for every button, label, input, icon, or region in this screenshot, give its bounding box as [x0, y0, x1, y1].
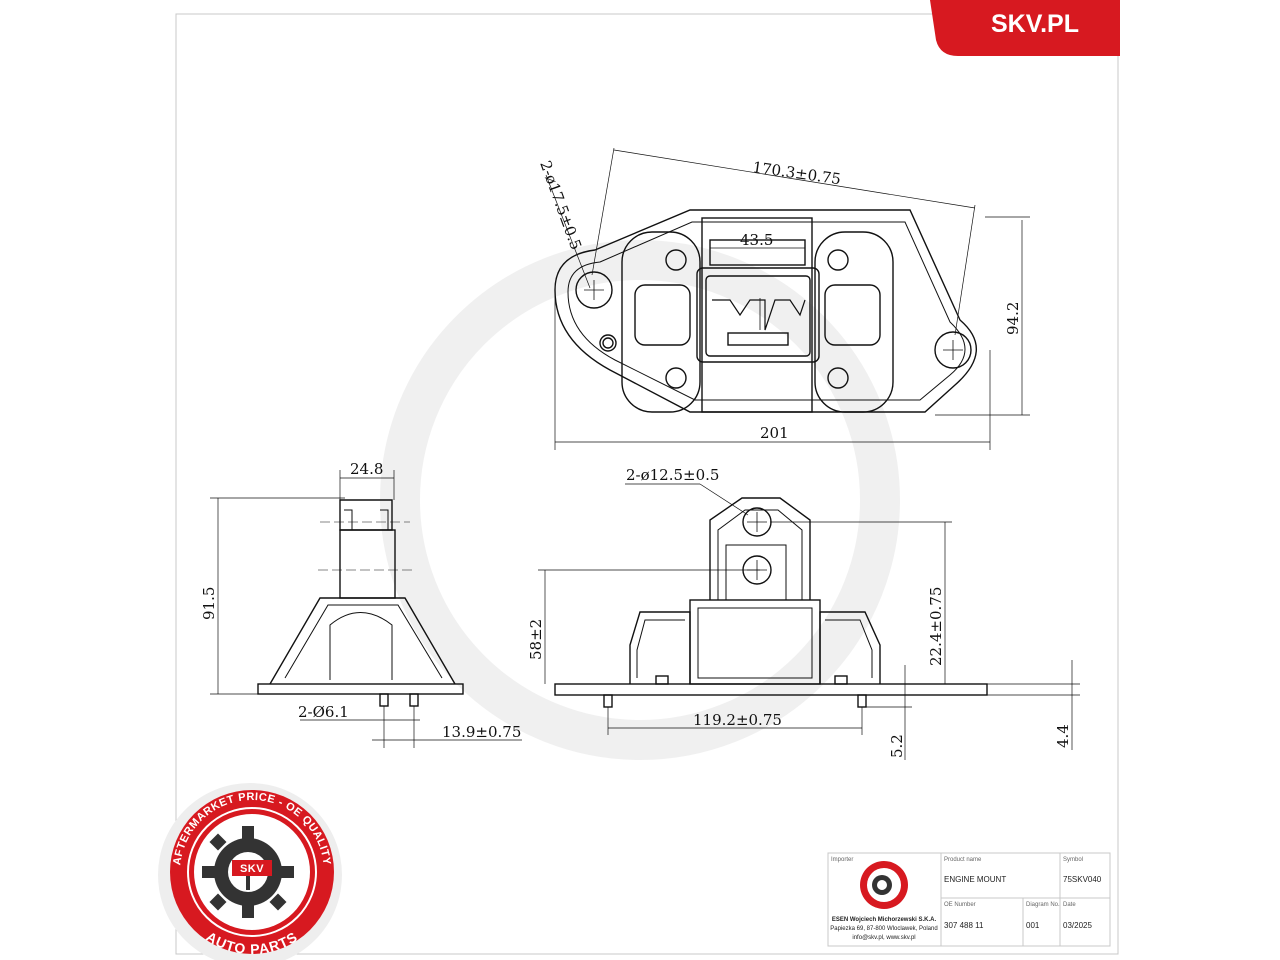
- tb-oe-label: OE Number: [944, 902, 976, 908]
- tb-product-name: ENGINE MOUNT: [944, 875, 1006, 884]
- front-view: 2-ø12.5±0.5 58±2 22.4±0.75 119.2±0.75 5.…: [527, 466, 1080, 760]
- side-view: 24.8 91.5 2-Ø6.1 13.9±0.75: [200, 460, 522, 748]
- skv-seal: SKV AFTERMARKET PRICE - OE QUALITY AUTO …: [158, 783, 342, 960]
- brand-text: SKV.PL: [991, 10, 1079, 38]
- tb-importer-line3: info@skv.pl, www.skv.pl: [852, 935, 915, 941]
- dim-front-hole-dia: 2-ø12.5±0.5: [626, 466, 719, 484]
- seal-inner-text: SKV: [240, 863, 264, 875]
- tb-importer-label: Importer: [831, 857, 853, 863]
- dim-side-width: 24.8: [350, 460, 383, 478]
- tb-diagram-label: Diagram No.: [1026, 902, 1060, 908]
- dim-top-hole-dia: 2-ø17.5±0.5: [536, 158, 585, 252]
- dim-side-pin-dia: 2-Ø6.1: [298, 703, 349, 721]
- tb-date: 03/2025: [1063, 921, 1092, 930]
- tb-symbol-label: Symbol: [1063, 857, 1083, 863]
- dim-side-height: 91.5: [200, 587, 218, 620]
- tb-importer-line1: ESEN Wojciech Michorzewski S.K.A.: [832, 917, 937, 923]
- dim-front-hole-height: 22.4±0.75: [927, 587, 945, 666]
- dim-top-height: 94.2: [1004, 302, 1022, 335]
- dim-top-length: 201: [760, 424, 789, 442]
- dim-front-plate-thickness: 4.4: [1054, 724, 1072, 748]
- dim-front-height: 58±2: [527, 619, 545, 660]
- dim-front-pin-spacing: 119.2±0.75: [693, 711, 782, 729]
- dim-top-hole-spacing: 170.3±0.75: [751, 158, 842, 188]
- tb-diagram-no: 001: [1026, 921, 1040, 930]
- tb-importer-line2: Papiezka 69, 87-800 Wloclawek, Poland: [830, 926, 937, 932]
- watermark-gear: [380, 240, 900, 760]
- title-block: Importer Product name Symbol ENGINE MOUN…: [827, 852, 1111, 947]
- tb-symbol: 75SKV040: [1063, 875, 1102, 884]
- tb-oe-number: 307 488 11: [944, 921, 984, 930]
- tb-mini-seal: [860, 861, 908, 909]
- tb-product-label: Product name: [944, 857, 982, 863]
- drawing-frame: [175, 13, 1119, 955]
- tb-date-label: Date: [1063, 902, 1076, 908]
- dim-side-pin-offset: 13.9±0.75: [442, 723, 521, 741]
- brand-logo: SKV.PL: [930, 0, 1120, 56]
- dim-top-connector-width: 43.5: [740, 231, 773, 249]
- dim-front-pin-length: 5.2: [888, 734, 906, 758]
